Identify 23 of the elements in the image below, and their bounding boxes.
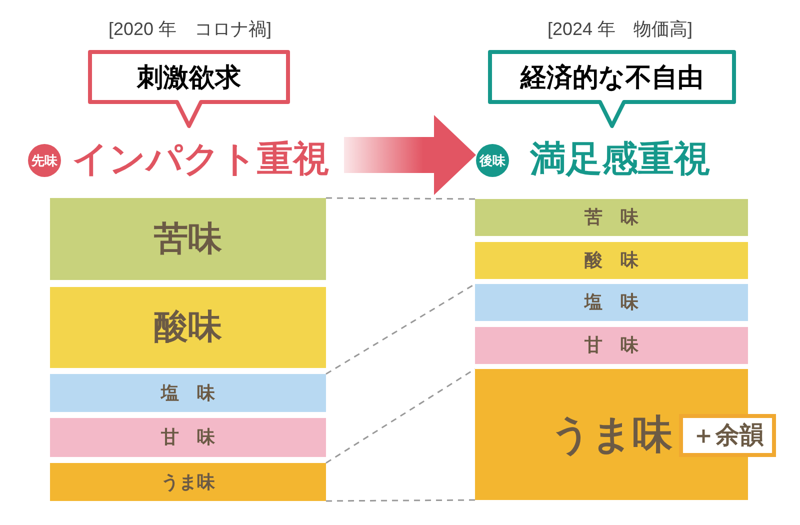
taste-bar: 苦味 <box>50 198 326 280</box>
dashed-connector <box>326 197 475 200</box>
taste-bar: 塩 味 <box>475 284 748 321</box>
speech-bubble <box>88 50 290 130</box>
taste-bar: 塩 味 <box>50 374 326 412</box>
period-label: [2024 年 物価高] <box>546 18 694 41</box>
taste-bar: うま味 <box>50 463 326 501</box>
taste-bar: 甘 味 <box>50 418 326 457</box>
bubble-text: 経済的な不自由 <box>518 61 704 94</box>
taste-bar: 甘 味 <box>475 327 748 364</box>
taste-bar: 酸 味 <box>475 242 748 279</box>
dashed-connector <box>326 283 476 375</box>
tag-box: ＋余韻 <box>679 414 776 457</box>
dashed-connector <box>326 499 475 502</box>
heading-text: インパクト重視 <box>72 136 344 182</box>
arrow <box>344 115 476 195</box>
dashed-connector <box>326 368 476 464</box>
taste-bar: 酸味 <box>50 287 326 368</box>
heading-text: 満足感重視 <box>530 136 745 182</box>
period-label: [2020 年 コロナ禍] <box>107 18 273 41</box>
speech-bubble <box>488 50 736 130</box>
bubble-text: 刺激欲求 <box>136 61 242 94</box>
taste-bar: 苦 味 <box>475 199 748 236</box>
